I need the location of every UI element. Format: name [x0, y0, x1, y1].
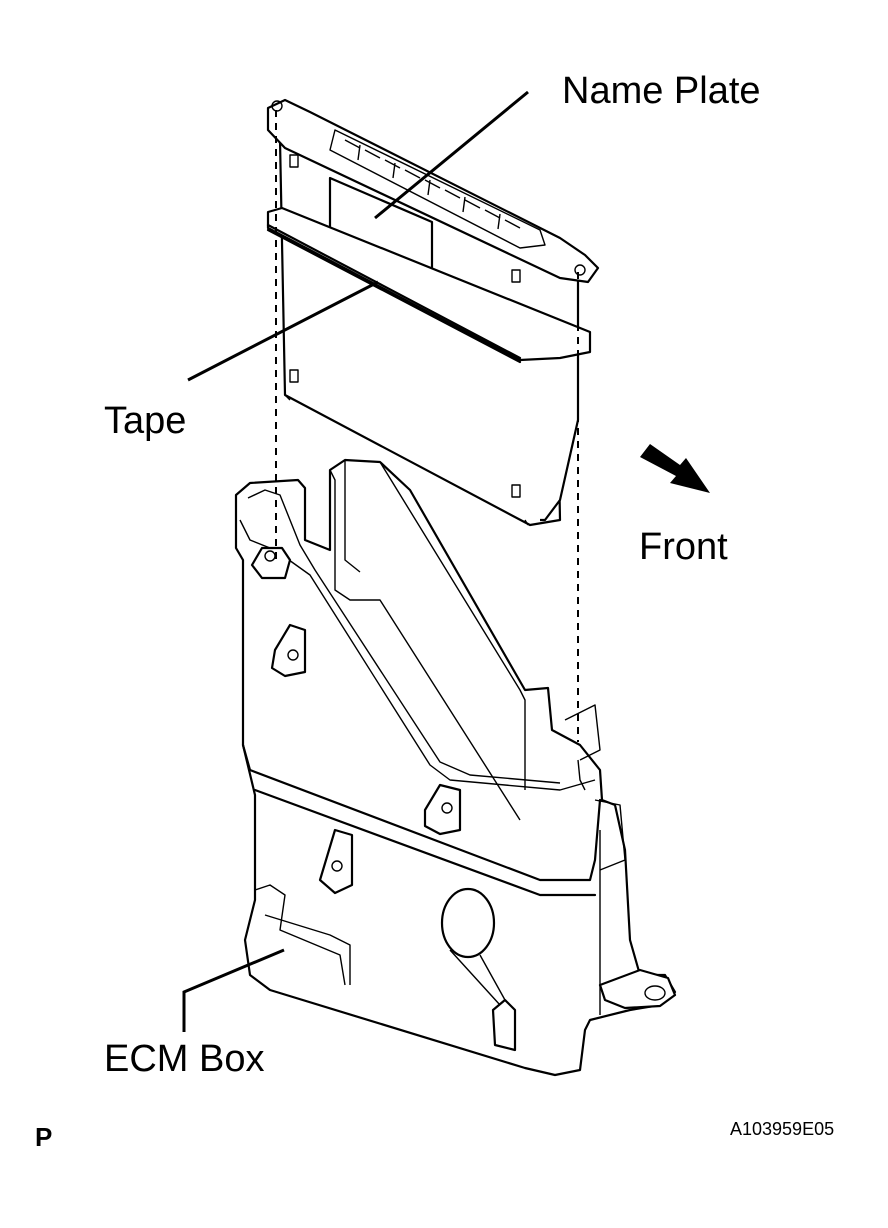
tape-leader — [187, 280, 379, 382]
name-plate-label: Name Plate — [562, 70, 761, 112]
ecm-box-label: ECM Box — [104, 1038, 265, 1080]
tape-label: Tape — [104, 400, 187, 442]
name-plate-leader — [374, 90, 529, 220]
arrow-icon — [640, 444, 710, 493]
ecm-box-leader — [182, 948, 285, 1032]
ecm-module — [266, 98, 600, 527]
corner-letter: P — [35, 1122, 53, 1152]
ecm-box — [234, 458, 677, 1077]
figure-code: A103959E05 — [730, 1119, 835, 1139]
front-label: Front — [639, 526, 728, 568]
